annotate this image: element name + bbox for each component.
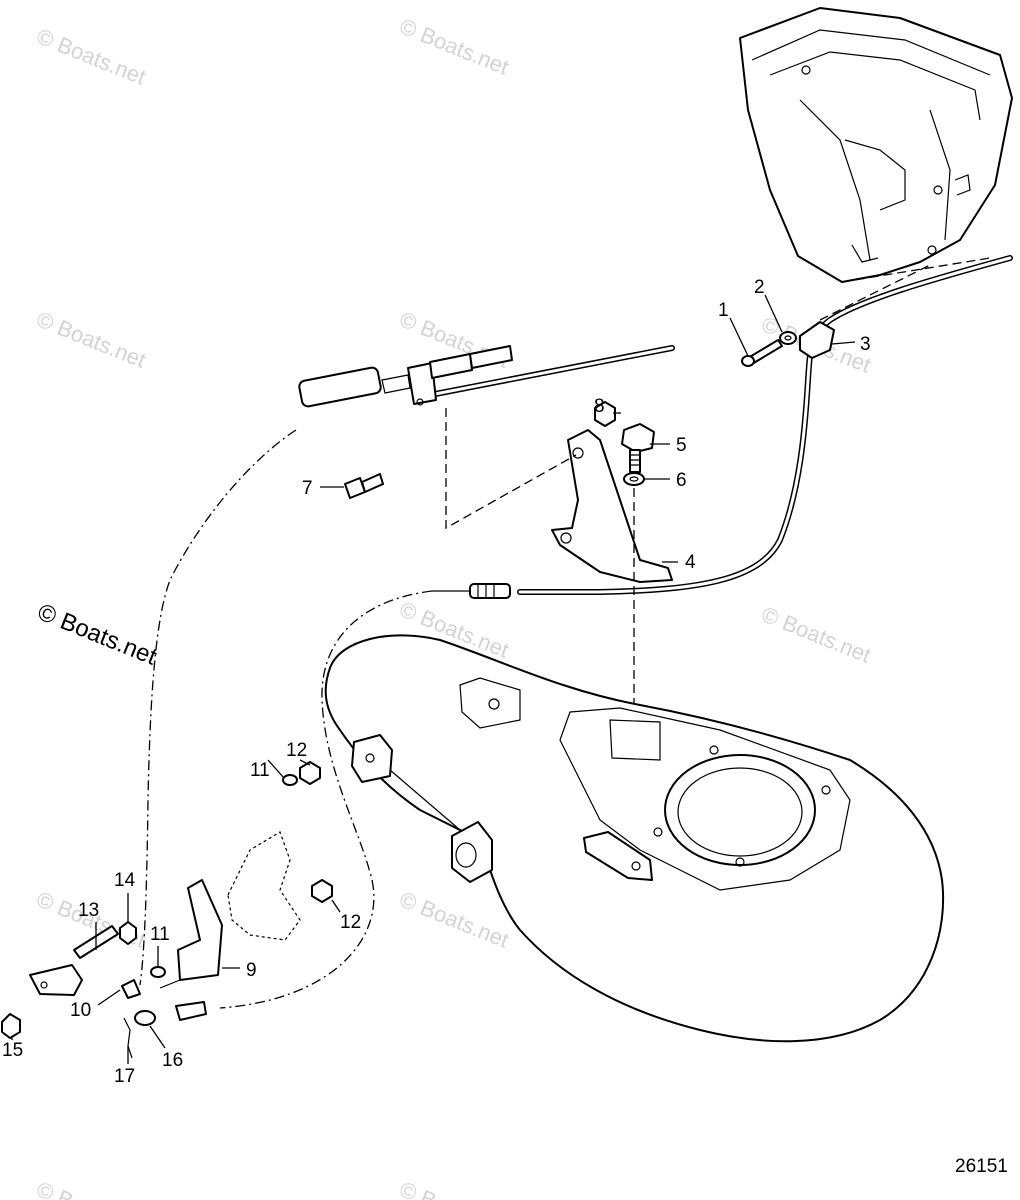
callout-8: 8 [594, 396, 605, 417]
watermark: © Boats.net [33, 1176, 149, 1200]
control-cable [298, 345, 675, 408]
callout-9: 9 [246, 960, 257, 981]
callout-13: 13 [78, 900, 99, 921]
callout-2: 2 [754, 277, 765, 298]
callout-11: 11 [250, 760, 270, 781]
callout-15: 15 [2, 1040, 23, 1061]
callout-16: 16 [162, 1050, 183, 1071]
callout-12: 12 [340, 912, 361, 933]
watermark: © Boats.net [396, 886, 512, 952]
watermark: © Boats.net [33, 306, 149, 372]
cable-clamp [741, 321, 835, 367]
callout-7: 7 [302, 478, 313, 499]
callout-17: 17 [114, 1066, 135, 1087]
watermark: © Boats.net [396, 13, 512, 79]
gear-housing [324, 634, 945, 1043]
hardware-bolt-washer-nut [594, 401, 655, 486]
watermark-main: © Boats.net [34, 599, 161, 671]
callout-4: 4 [685, 552, 696, 573]
watermark: © Boats.net [396, 1176, 512, 1200]
bottom-cowl [739, 7, 1013, 283]
callout-1: 1 [718, 300, 729, 321]
callout-10: 10 [70, 1000, 91, 1021]
watermark: © Boats.net [758, 601, 874, 667]
shift-cable [432, 255, 1013, 599]
callout-6: 6 [676, 470, 687, 491]
callout-14: 14 [114, 870, 136, 891]
callout-12: 12 [286, 740, 307, 761]
screw [344, 473, 384, 499]
bracket [551, 429, 673, 583]
callout-3: 3 [860, 334, 871, 355]
leader-lines [11, 294, 856, 1064]
callout-11: 11 [150, 924, 170, 945]
callout-5: 5 [676, 435, 687, 456]
drawing-number: 26151 [955, 1156, 1008, 1177]
watermark: © Boats.net [33, 23, 149, 89]
callouts: 1 2 3 4 5 6 7 8 9 10 11 11 12 12 13 14 1… [2, 277, 871, 1087]
